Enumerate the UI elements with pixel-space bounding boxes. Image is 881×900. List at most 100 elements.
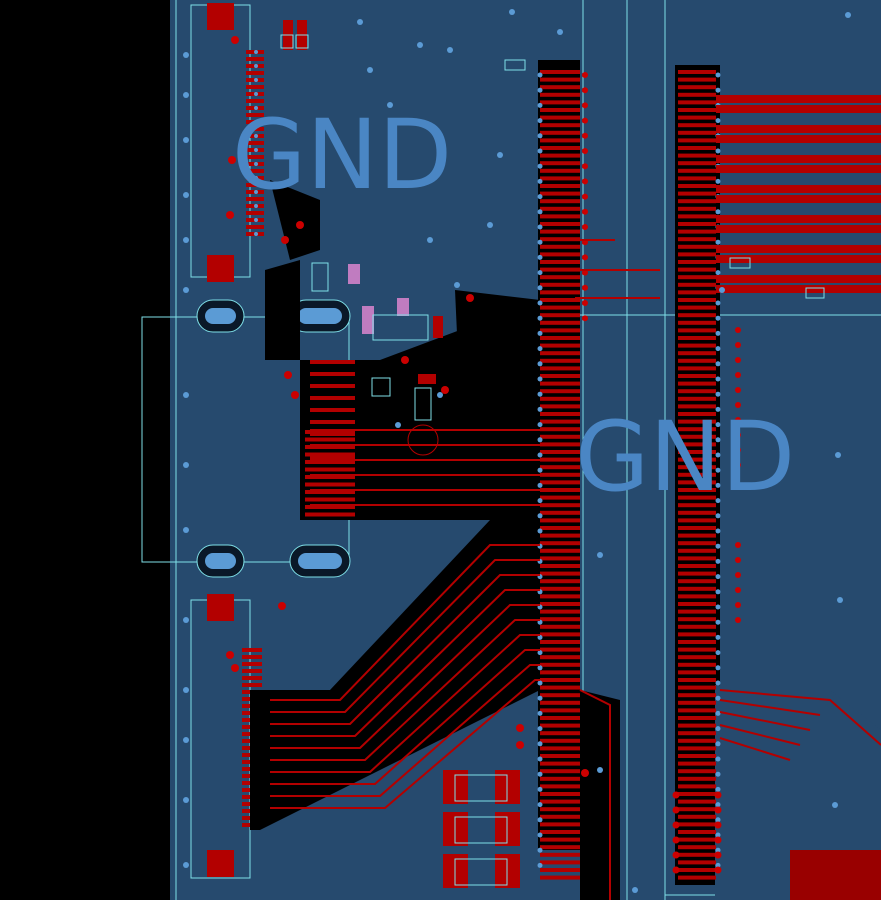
ic-pad[interactable]	[540, 412, 580, 416]
via-icon[interactable]	[715, 178, 721, 184]
via-icon[interactable]	[183, 617, 189, 623]
ic-pad[interactable]	[678, 655, 716, 660]
ic-pad[interactable]	[678, 138, 716, 143]
via-icon[interactable]	[183, 192, 189, 198]
via-icon[interactable]	[735, 542, 741, 548]
ic-pad[interactable]	[540, 100, 580, 105]
via-icon[interactable]	[183, 737, 189, 743]
connector-pin[interactable]	[246, 71, 264, 75]
ic-pad[interactable]	[678, 161, 716, 166]
ic-pad[interactable]	[678, 814, 716, 819]
ic-pad[interactable]	[540, 731, 580, 736]
connector-pin[interactable]	[242, 662, 262, 666]
ic-pad[interactable]	[540, 123, 580, 128]
ic-pad[interactable]	[678, 168, 716, 173]
ic-pad[interactable]	[678, 799, 716, 804]
ic-pad[interactable]	[540, 176, 580, 181]
ic-pad[interactable]	[305, 437, 355, 442]
via-icon[interactable]	[715, 802, 721, 808]
via-icon[interactable]	[582, 284, 588, 291]
ic-pad[interactable]	[540, 655, 580, 660]
ic-pad[interactable]	[678, 366, 716, 371]
via-icon[interactable]	[254, 50, 258, 54]
ic-pad[interactable]	[540, 685, 580, 690]
via-icon[interactable]	[714, 836, 722, 844]
via-icon[interactable]	[537, 133, 543, 139]
ic-pad[interactable]	[678, 632, 716, 637]
ic-pad[interactable]	[310, 420, 355, 424]
ic-pad[interactable]	[540, 837, 580, 842]
via-icon[interactable]	[537, 406, 543, 412]
ic-pad[interactable]	[310, 396, 355, 400]
ic-pad[interactable]	[540, 860, 580, 865]
ic-pad[interactable]	[540, 875, 580, 880]
ic-pad[interactable]	[678, 434, 716, 439]
ic-pad[interactable]	[678, 594, 716, 599]
ic-pad[interactable]	[678, 723, 716, 728]
ic-pad[interactable]	[678, 450, 716, 454]
ic-pad[interactable]	[540, 776, 580, 781]
via-icon[interactable]	[183, 92, 189, 98]
via-icon[interactable]	[183, 797, 189, 803]
via-icon[interactable]	[735, 447, 741, 453]
via-icon[interactable]	[537, 239, 543, 245]
via-icon[interactable]	[537, 467, 543, 473]
via-icon[interactable]	[582, 254, 588, 261]
ic-pad[interactable]	[540, 298, 580, 302]
via-icon[interactable]	[715, 467, 721, 473]
via-icon[interactable]	[582, 102, 588, 109]
via-icon[interactable]	[183, 137, 189, 143]
ic-pad[interactable]	[540, 799, 580, 804]
via-icon[interactable]	[715, 726, 721, 732]
via-icon[interactable]	[231, 36, 239, 44]
ic-pad[interactable]	[678, 700, 716, 705]
connector-pin[interactable]	[242, 669, 262, 673]
ic-pad[interactable]	[678, 206, 716, 211]
ic-pad[interactable]	[678, 396, 716, 401]
ic-pad[interactable]	[540, 640, 580, 644]
ic-pad[interactable]	[678, 647, 716, 652]
via-icon[interactable]	[715, 574, 721, 580]
via-icon[interactable]	[715, 376, 721, 382]
ic-pad[interactable]	[540, 191, 580, 196]
ic-pad[interactable]	[540, 313, 580, 318]
via-icon[interactable]	[296, 221, 304, 229]
via-icon[interactable]	[735, 557, 741, 563]
smd-pad-icon[interactable]	[280, 20, 881, 900]
ic-pad[interactable]	[678, 586, 716, 591]
ic-pad[interactable]	[678, 548, 716, 553]
via-icon[interactable]	[715, 741, 721, 747]
via-icon[interactable]	[715, 771, 721, 777]
ic-pad[interactable]	[540, 807, 580, 812]
connector-pin[interactable]	[246, 57, 264, 61]
via-icon[interactable]	[719, 287, 725, 293]
ic-pad[interactable]	[540, 510, 580, 515]
via-icon[interactable]	[735, 432, 741, 438]
ic-pad[interactable]	[540, 70, 580, 74]
ic-pad[interactable]	[678, 731, 716, 736]
via-icon[interactable]	[537, 832, 543, 838]
via-icon[interactable]	[537, 163, 543, 169]
ic-pad[interactable]	[540, 617, 580, 622]
ic-pad[interactable]	[678, 852, 716, 857]
resistor-array[interactable]	[443, 770, 520, 888]
via-icon[interactable]	[183, 9, 851, 893]
ic-pad[interactable]	[540, 480, 580, 485]
ic-pad[interactable]	[678, 769, 716, 774]
ic-pad[interactable]	[678, 252, 716, 257]
ic-pad[interactable]	[678, 290, 716, 295]
ic-pad[interactable]	[678, 495, 716, 500]
ic-pad[interactable]	[678, 313, 716, 318]
via-icon[interactable]	[715, 862, 721, 868]
ic-pad[interactable]	[540, 275, 580, 280]
via-icon[interactable]	[537, 498, 543, 504]
ic-pad[interactable]	[540, 267, 580, 272]
via-icon[interactable]	[715, 315, 721, 321]
ic-pad[interactable]	[678, 92, 716, 97]
via-icon[interactable]	[254, 106, 258, 110]
via-icon[interactable]	[537, 741, 543, 747]
ic-pad[interactable]	[678, 153, 716, 158]
via-icon[interactable]	[537, 513, 543, 519]
via-icon[interactable]	[735, 402, 741, 408]
ic-pad[interactable]	[540, 92, 580, 97]
